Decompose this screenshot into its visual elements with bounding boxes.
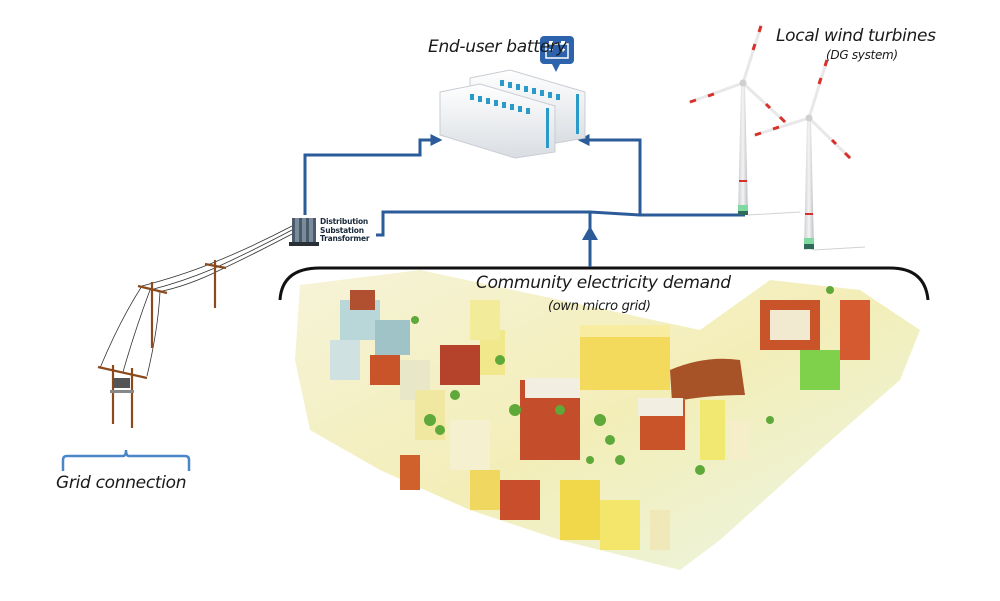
flow-transformer-to-battery [303,134,443,215]
community-label: Community electricity demand [476,273,731,293]
flow-bus [376,210,745,237]
wind-turbines-sublabel: (DG system) [826,48,898,62]
flow-wind-to-battery [577,134,642,215]
grid-bracket [61,449,191,471]
grid-connection-label: Grid connection [56,473,187,493]
wind-turbine-icon [688,24,866,251]
community-bracket [278,266,930,301]
flow-lines [303,134,745,267]
wind-turbines-label: Local wind turbines [776,26,936,46]
transformer-icon [289,218,319,246]
battery-icon [540,36,574,72]
community-arrow-icon [582,226,598,240]
transformer-label: Distribution Substation Transformer [320,217,370,244]
community-sublabel: (own micro grid) [548,299,651,314]
transformer-label-line2: Substation [320,225,364,235]
transformer-label-line3: Transformer [320,234,370,243]
battery-container-icon [439,69,586,159]
city-block-illustration [295,270,920,570]
utility-pole-icon [97,225,293,428]
transformer-label-line1: Distribution [320,217,369,226]
battery-label: End-user battery [428,37,567,57]
